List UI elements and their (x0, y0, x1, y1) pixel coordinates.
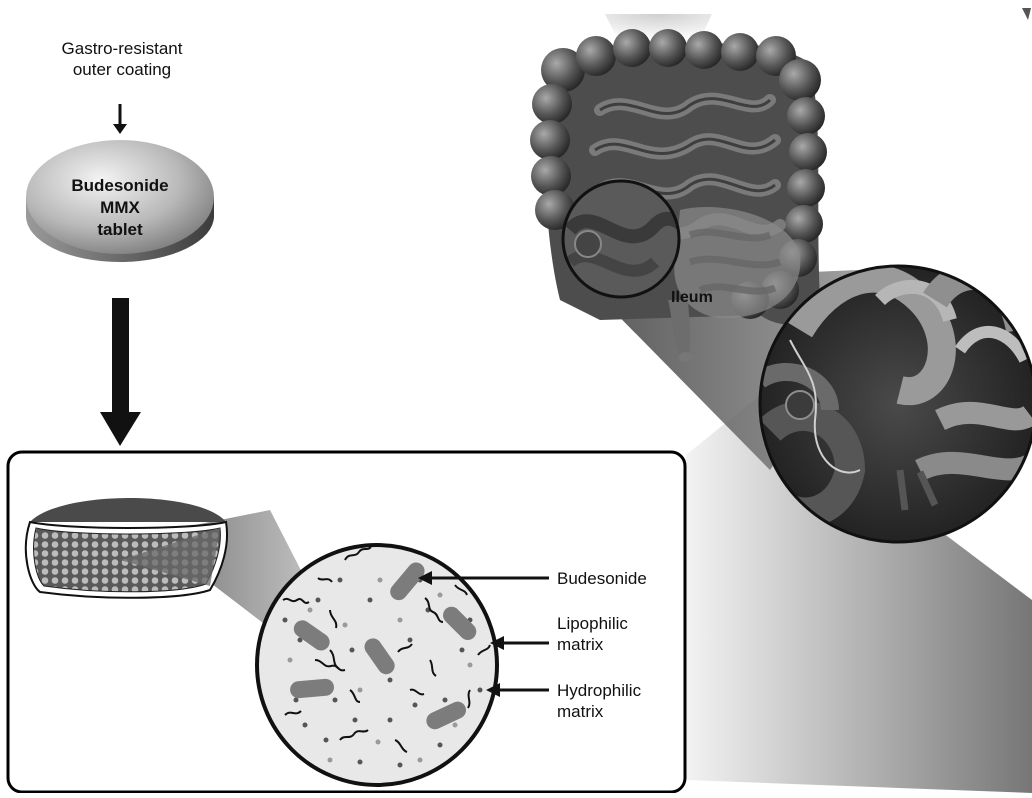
lipophilic-matrix-label: Lipophilic matrix (557, 613, 628, 655)
down-arrow-large-shaft (112, 298, 129, 414)
tablet-label-line2: MMX (60, 197, 180, 219)
lipophilic-label-line2: matrix (557, 634, 628, 655)
intestine-illustration (530, 14, 827, 362)
coating-label-line2: outer coating (40, 59, 204, 80)
down-arrow-large-head (100, 412, 141, 446)
hydrophilic-matrix-label: Hydrophilic matrix (557, 680, 641, 722)
tablet-cross-section (26, 498, 227, 598)
coating-label-line1: Gastro-resistant (40, 38, 204, 59)
tablet-label: Budesonide MMX tablet (60, 175, 180, 241)
budesonide-label: Budesonide (557, 568, 647, 589)
tablet-label-line1: Budesonide (60, 175, 180, 197)
ileum-zoom-circle (760, 266, 1032, 542)
ileum-label: Ileum (671, 287, 713, 308)
hydrophilic-label-line2: matrix (557, 701, 641, 722)
tablet-label-line3: tablet (60, 219, 180, 241)
matrix-circle (257, 545, 497, 785)
lipophilic-label-line1: Lipophilic (557, 613, 628, 634)
coating-label: Gastro-resistant outer coating (40, 38, 204, 80)
hydrophilic-label-line1: Hydrophilic (557, 680, 641, 701)
